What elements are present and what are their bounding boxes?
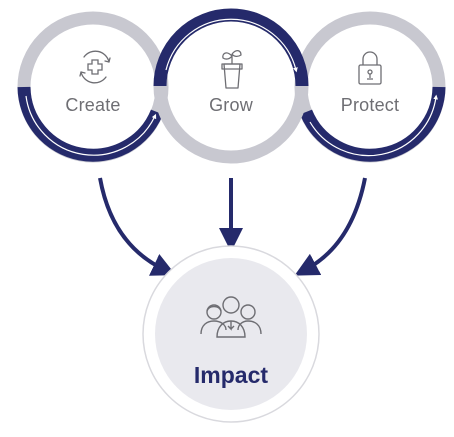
plant-pot-icon [221, 49, 243, 89]
create-label: Create [65, 95, 121, 115]
create-ring [17, 11, 169, 163]
grow-label: Grow [209, 95, 253, 115]
padlock-icon [358, 51, 382, 85]
protect-label: Protect [340, 95, 400, 115]
arrow-create-to-impact [98, 177, 176, 276]
recycle-plus-icon [79, 50, 111, 84]
arrow-protect-to-impact [294, 177, 367, 276]
grow-ring [153, 8, 309, 164]
protect-ring [294, 11, 446, 163]
people-group-icon [200, 296, 262, 338]
impact-label: Impact [193, 362, 269, 388]
impact-circle [142, 245, 320, 423]
